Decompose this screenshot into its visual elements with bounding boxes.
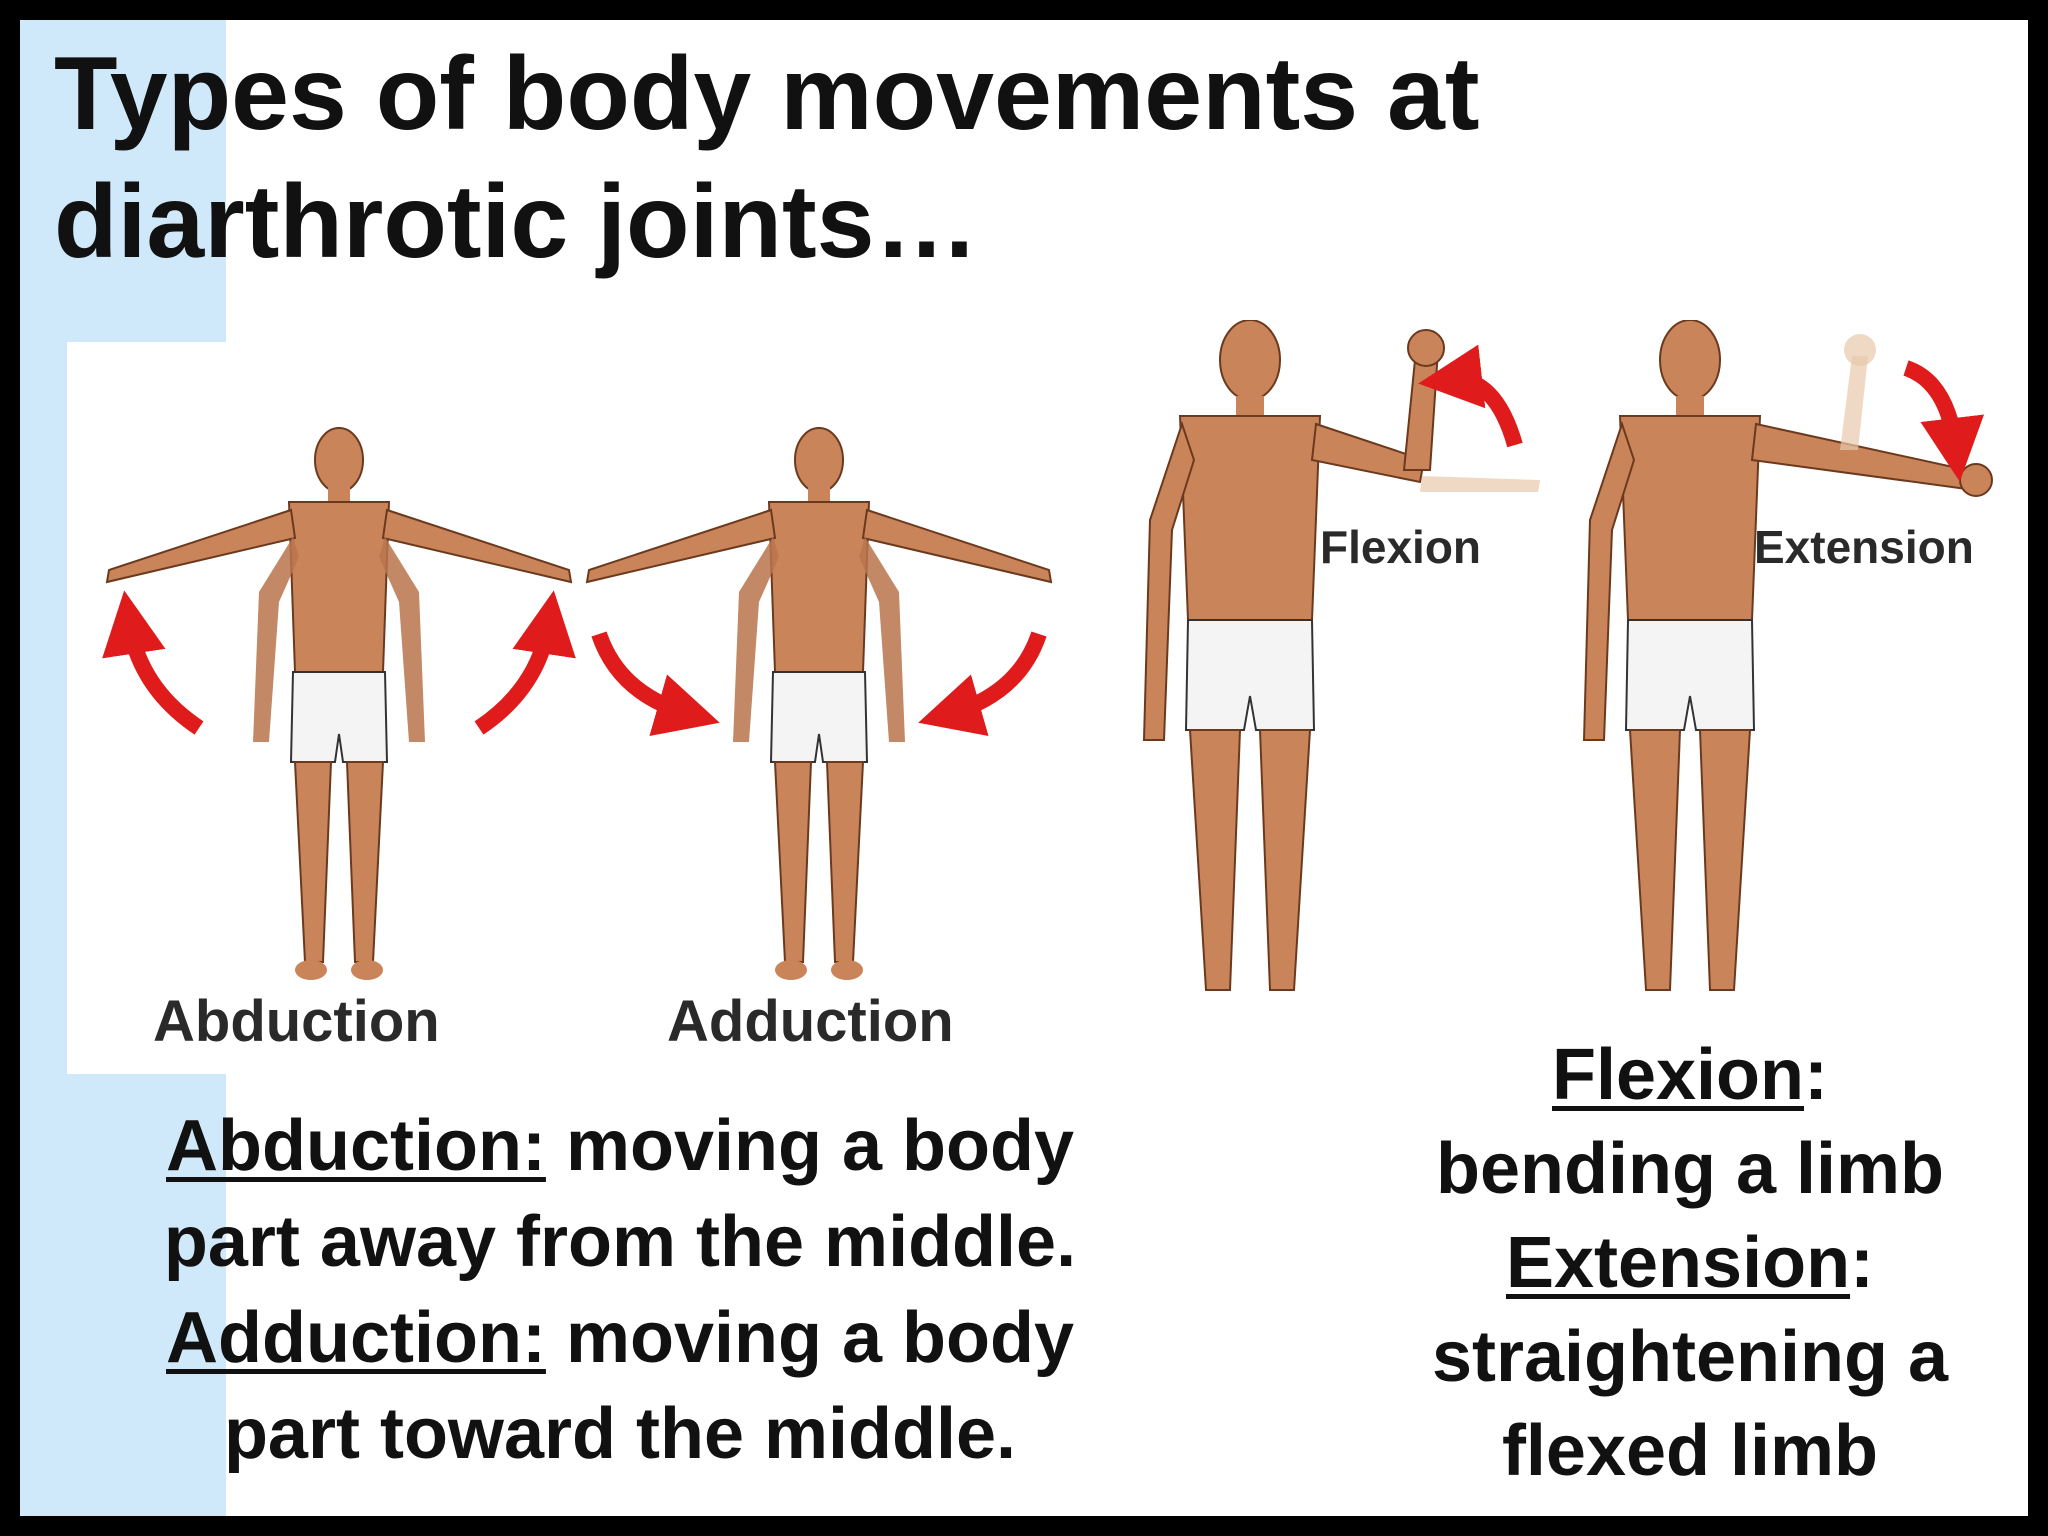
flexion-extension-figures (1142, 319, 1993, 991)
extension-definition: straightening a flexed limb (1431, 1317, 1949, 1491)
flexion-extension-definitions: Flexion: bending a limb Extension: strai… (1320, 1028, 2028, 1498)
flexion-definition: bending a limb (1435, 1129, 1944, 1209)
adduction-figure-label: Adduction (667, 989, 954, 1054)
extension-heading: Extension: (1320, 1216, 2028, 1310)
flexion-term: Flexion (1551, 1035, 1805, 1115)
adduction-term: Adduction: (166, 1298, 546, 1378)
extension-figure-label: Extension (1754, 521, 1974, 573)
flexion-heading: Flexion: (1320, 1028, 2028, 1122)
abduction-figure-label: Abduction (153, 989, 440, 1054)
abduction-adduction-definitions: Abduction: moving a body part away from … (120, 1098, 1120, 1482)
extension-colon: : (1850, 1223, 1875, 1303)
extension-term: Extension (1505, 1223, 1851, 1303)
slide-title: Types of body movements at diarthrotic j… (54, 36, 1480, 280)
flexion-extension-illustration: Flexion Extension (1100, 319, 2020, 1020)
flexion-figure-label: Flexion (1320, 521, 1482, 573)
abduction-figure (102, 427, 576, 980)
slide: Types of body movements at diarthrotic j… (20, 20, 2028, 1516)
extension-figure (1582, 319, 1993, 991)
abduction-adduction-figures (102, 427, 1053, 980)
flexion-colon: : (1804, 1035, 1829, 1115)
abduction-definition: moving a body part away from the middle. (163, 1106, 1077, 1282)
adduction-figure (585, 427, 1053, 980)
adduction-definition: moving a body part toward the middle. (223, 1298, 1074, 1474)
abduction-adduction-illustration: Abduction Adduction (67, 342, 1107, 1074)
flexion-figure (1142, 319, 1540, 991)
abduction-term: Abduction: (166, 1106, 546, 1186)
